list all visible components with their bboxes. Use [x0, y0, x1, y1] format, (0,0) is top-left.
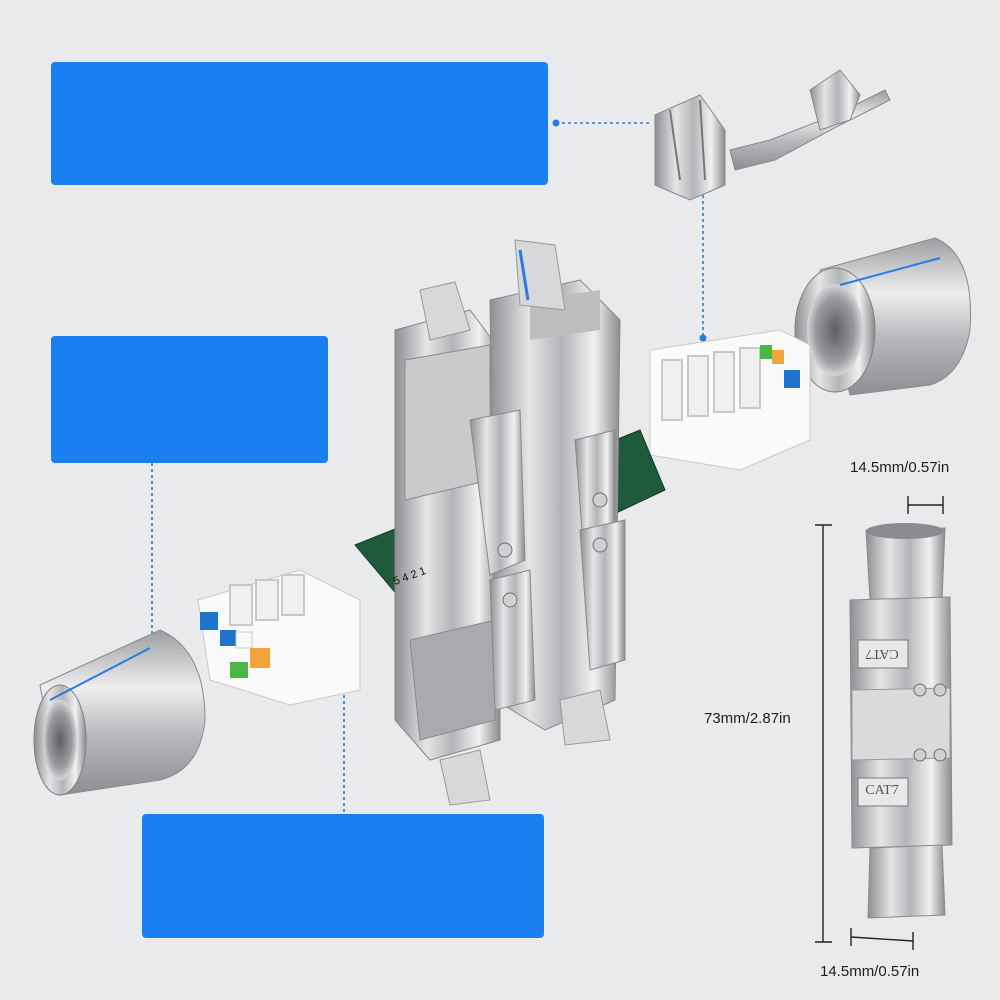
- left-terminal-block: [197, 569, 361, 706]
- callout-box-top: [51, 62, 548, 185]
- assembled-coupler: [849, 523, 953, 919]
- central-coupler-body: 5 4 2 1: [354, 239, 666, 806]
- leader-lines: [151, 122, 704, 812]
- left-sleeve-nut: [33, 629, 206, 796]
- shield-clip-part: [654, 69, 891, 201]
- dimension-width-bottom: 14.5mm/0.57in: [820, 963, 920, 980]
- cat7-marking-lower: CAT7: [865, 783, 899, 798]
- cat7-marking-upper: CAT7: [865, 646, 899, 661]
- dimension-height: 73mm/2.87in: [704, 710, 791, 727]
- callout-box-bottom: [142, 814, 544, 938]
- right-terminal-block: [649, 329, 811, 471]
- dimension-lines: [815, 496, 944, 950]
- dimension-width-top: 14.5mm/0.57in: [850, 459, 950, 476]
- right-sleeve-nut: [794, 237, 972, 396]
- callout-box-left: [51, 336, 328, 463]
